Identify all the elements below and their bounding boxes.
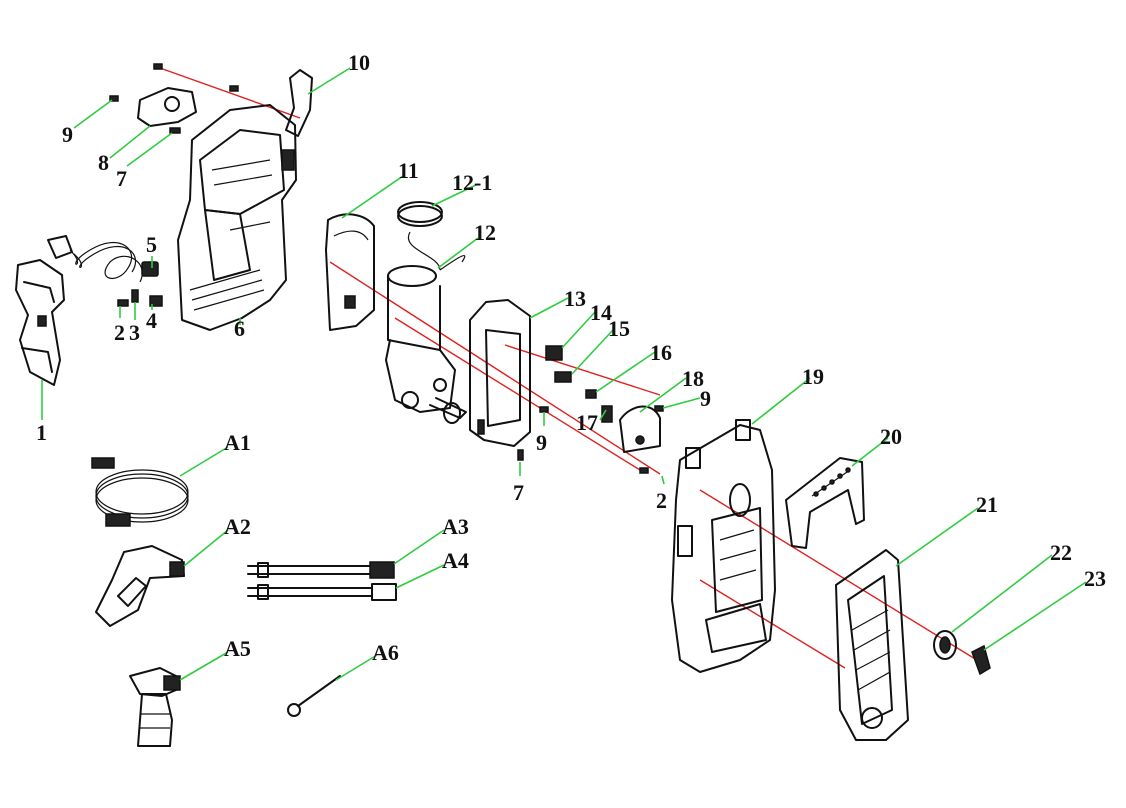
label-9a: 9 [62,122,73,147]
part-20-handle [785,457,865,549]
label-7a: 7 [116,166,127,191]
label-4: 4 [146,308,157,333]
part-18-plate [619,405,661,453]
label-13: 13 [564,286,586,311]
part-6-rear-housing [177,104,297,331]
part-22-ring [933,630,957,660]
label-16: 16 [650,340,672,365]
screw-top-b [229,85,239,92]
label-12: 12 [474,220,496,245]
accessory-a5-foam-bottle [129,667,181,747]
label-11: 11 [398,158,419,183]
label-a1: A1 [224,430,251,455]
label-12-1: 12-1 [452,170,492,195]
label-9b: 9 [700,386,711,411]
part-8-clamp [137,87,197,127]
label-18: 18 [682,366,704,391]
label-6: 6 [234,316,245,341]
screw-mid-a [539,406,549,413]
label-5: 5 [146,232,157,257]
label-1: 1 [36,420,47,445]
screw-mid-d [639,467,649,474]
label-a2: A2 [224,514,251,539]
label-8: 8 [98,150,109,175]
part-17-terminal [601,405,613,423]
label-10: 10 [348,50,370,75]
handle-grip-dots [813,467,851,497]
part-7-screw-top [169,127,181,134]
label-21: 21 [976,492,998,517]
part-10-hook [285,69,313,137]
leader-lines [41,67,1087,681]
power-cord-assembly [47,235,163,307]
part-19-front-housing [671,419,776,673]
label-9c: 9 [536,430,547,455]
part-13-inner-frame [469,299,531,447]
label-20: 20 [880,424,902,449]
label-3: 3 [129,320,140,345]
part-11-motor-cover [325,213,375,331]
part-1-hose-bracket [15,259,65,386]
screw-top-a [153,63,163,70]
part-9-screw-top [109,95,119,102]
part-15-bushing [554,371,572,383]
label-19: 19 [802,364,824,389]
label-22: 22 [1050,540,1072,565]
screw-mid-c [654,405,664,412]
label-15: 15 [608,316,630,341]
label-a5: A5 [224,636,251,661]
part-labels: 1 2 3 4 5 6 7 8 9 10 11 12-1 12 13 14 15… [36,50,1106,665]
label-2a: 2 [114,320,125,345]
part-14-switch [545,345,563,361]
accessory-a1-hose [91,457,189,527]
part-23-knob [971,644,991,676]
label-17: 17 [576,410,598,435]
label-7b: 7 [513,480,524,505]
part-12-1-clamp-ring [397,201,443,227]
part-12-motor-pump [385,231,467,424]
screw-mid-b [517,449,524,461]
label-2b: 2 [656,488,667,513]
label-23: 23 [1084,566,1106,591]
accessory-a6-cleaning-needle [287,675,341,717]
label-a6: A6 [372,640,399,665]
accessory-a3-lance [247,561,395,579]
accessory-a4-lance [247,583,397,601]
accessory-a2-spray-gun [95,545,185,627]
part-21-front-panel [835,549,909,741]
part-16-nut [585,389,597,399]
label-a3: A3 [442,514,469,539]
label-14: 14 [590,300,612,325]
label-a4: A4 [442,548,469,573]
